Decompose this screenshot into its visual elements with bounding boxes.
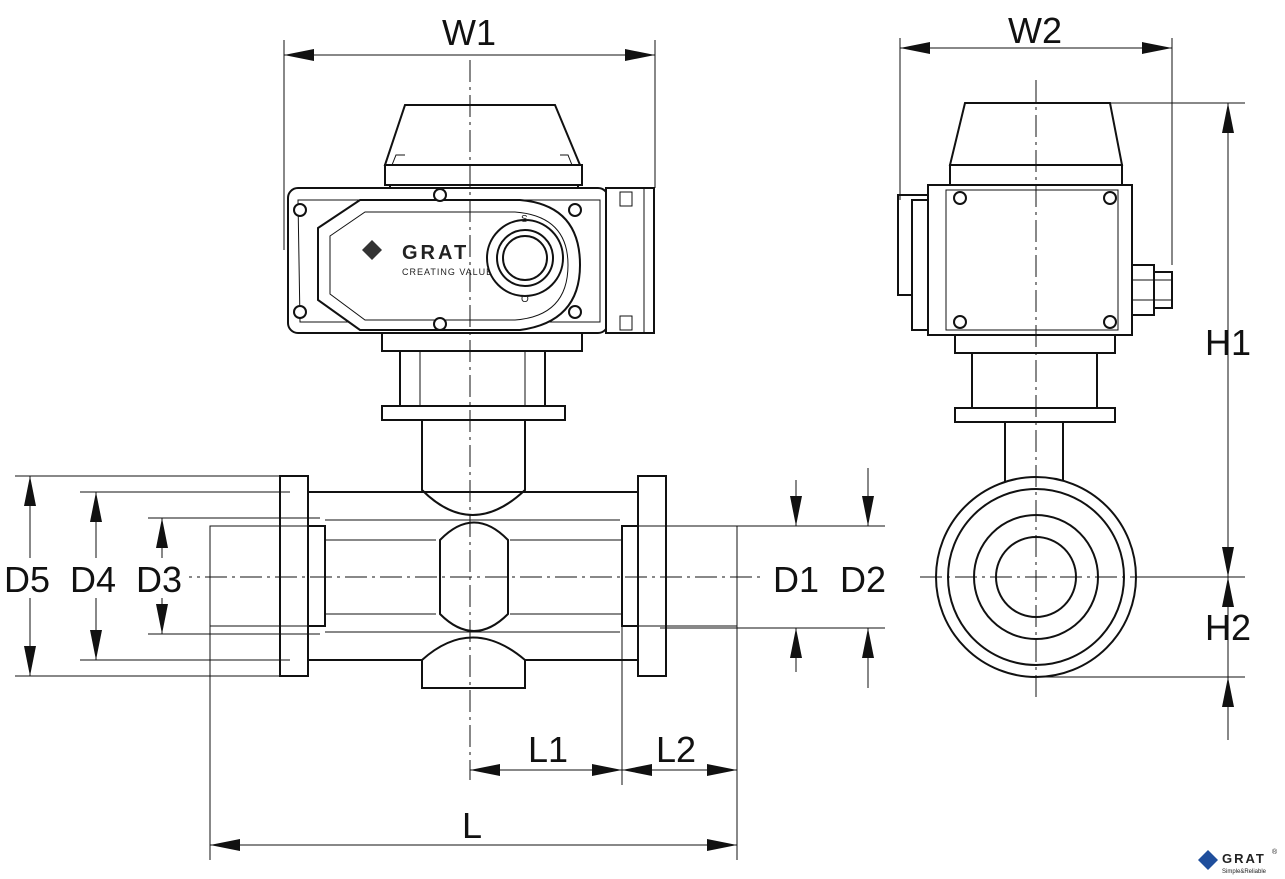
brand-tagline: CREATING VALUE: [402, 267, 493, 277]
screw-icon: [293, 203, 307, 217]
right-flange: [637, 475, 667, 677]
side-mounting-flange: [954, 407, 1116, 423]
grat-logo-icon: [362, 240, 382, 260]
dim-D2-label: D2: [840, 559, 886, 600]
left-pipe-end: [209, 525, 326, 627]
dim-L2-label: L2: [656, 729, 696, 770]
dim-L-label: L: [462, 805, 482, 846]
screw-icon: [433, 188, 447, 202]
grat-logo-icon: [1198, 850, 1218, 870]
valve-bottom: [421, 636, 526, 689]
corner-logo-name: GRAT: [1222, 851, 1266, 866]
valve-neck: [421, 419, 526, 516]
dim-D1-label: D1: [773, 559, 819, 600]
dim-D5-label: D5: [4, 559, 50, 600]
dim-W1-label: W1: [442, 12, 496, 53]
corner-logo-tagline: Simple&Reliable: [1222, 869, 1267, 875]
actuator-cover-base: [384, 164, 583, 186]
corner-logo-mark: ®: [1272, 848, 1278, 856]
side-neck: [1004, 421, 1064, 483]
mounting-bracket: [399, 350, 546, 407]
dim-L1-label: L1: [528, 729, 568, 770]
side-view: [897, 80, 1173, 700]
terminal-box: [605, 187, 655, 334]
corner-logo: GRAT ® Simple&Reliable: [1198, 848, 1278, 875]
dimension-lines: W1 W2 H1 H2 D5 D4 D3: [2, 10, 1251, 860]
cable-gland: [1131, 264, 1155, 316]
left-flange: [279, 475, 309, 677]
screw-icon: [293, 305, 307, 319]
screw-icon: [433, 317, 447, 331]
valve-ball: [439, 521, 509, 632]
brand-name: GRAT: [402, 242, 469, 264]
screw-icon: [953, 191, 967, 205]
dim-D4-label: D4: [70, 559, 116, 600]
dim-H2-label: H2: [1205, 607, 1251, 648]
side-bracket: [971, 352, 1098, 409]
mounting-flange: [381, 405, 566, 421]
front-view: GRAT CREATING VALUE S O: [170, 60, 760, 780]
actuator-bottom: [381, 332, 583, 352]
indicator-close-label: O: [521, 294, 529, 305]
indicator-open-label: S: [521, 214, 528, 225]
screw-icon: [953, 315, 967, 329]
screw-icon: [1103, 315, 1117, 329]
actuator-cover: [383, 104, 582, 166]
dim-D3-label: D3: [136, 559, 182, 600]
side-actuator-housing: [927, 184, 1133, 336]
dim-W2-label: W2: [1008, 10, 1062, 51]
screw-icon: [568, 305, 582, 319]
dim-H1-label: H1: [1205, 322, 1251, 363]
screw-icon: [568, 203, 582, 217]
screw-icon: [1103, 191, 1117, 205]
